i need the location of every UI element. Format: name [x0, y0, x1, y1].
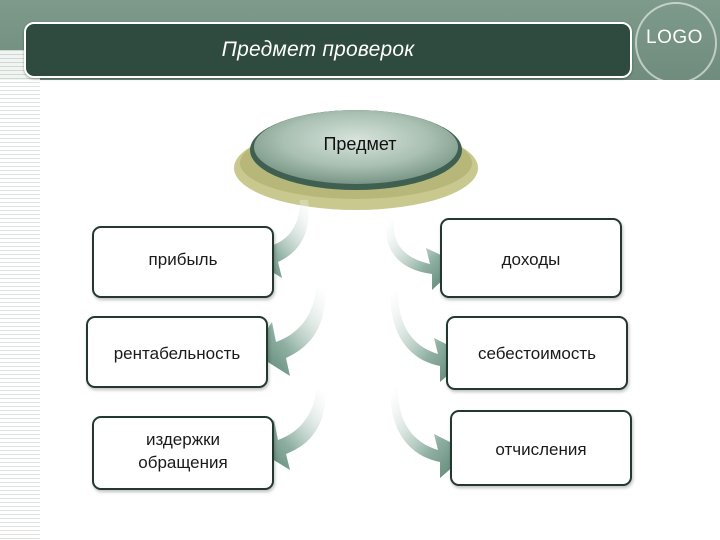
box-right-1	[440, 218, 622, 298]
label-right-3: отчисления	[495, 440, 587, 459]
logo: LOGO	[646, 27, 703, 48]
label-left-1: прибыль	[148, 250, 218, 269]
box-right-3	[450, 410, 632, 486]
label-right-1: доходы	[501, 250, 561, 269]
label-right-2: себестоимость	[477, 344, 597, 363]
center-label: Предмет	[323, 134, 397, 154]
label-left-3: издержки обращения	[138, 430, 228, 472]
slide-title: Предмет проверок	[221, 38, 415, 61]
box-right-2	[446, 316, 628, 390]
decorative-stripes	[0, 50, 40, 540]
box-left-1	[92, 226, 274, 298]
center-disc	[234, 110, 478, 210]
box-left-3	[92, 416, 274, 490]
label-left-2: рентабельность	[113, 344, 241, 363]
logo-circle	[635, 2, 717, 84]
arrow-to-left-2	[252, 288, 326, 376]
box-left-2	[86, 316, 268, 388]
title-bar: Предмет проверок	[24, 22, 632, 78]
